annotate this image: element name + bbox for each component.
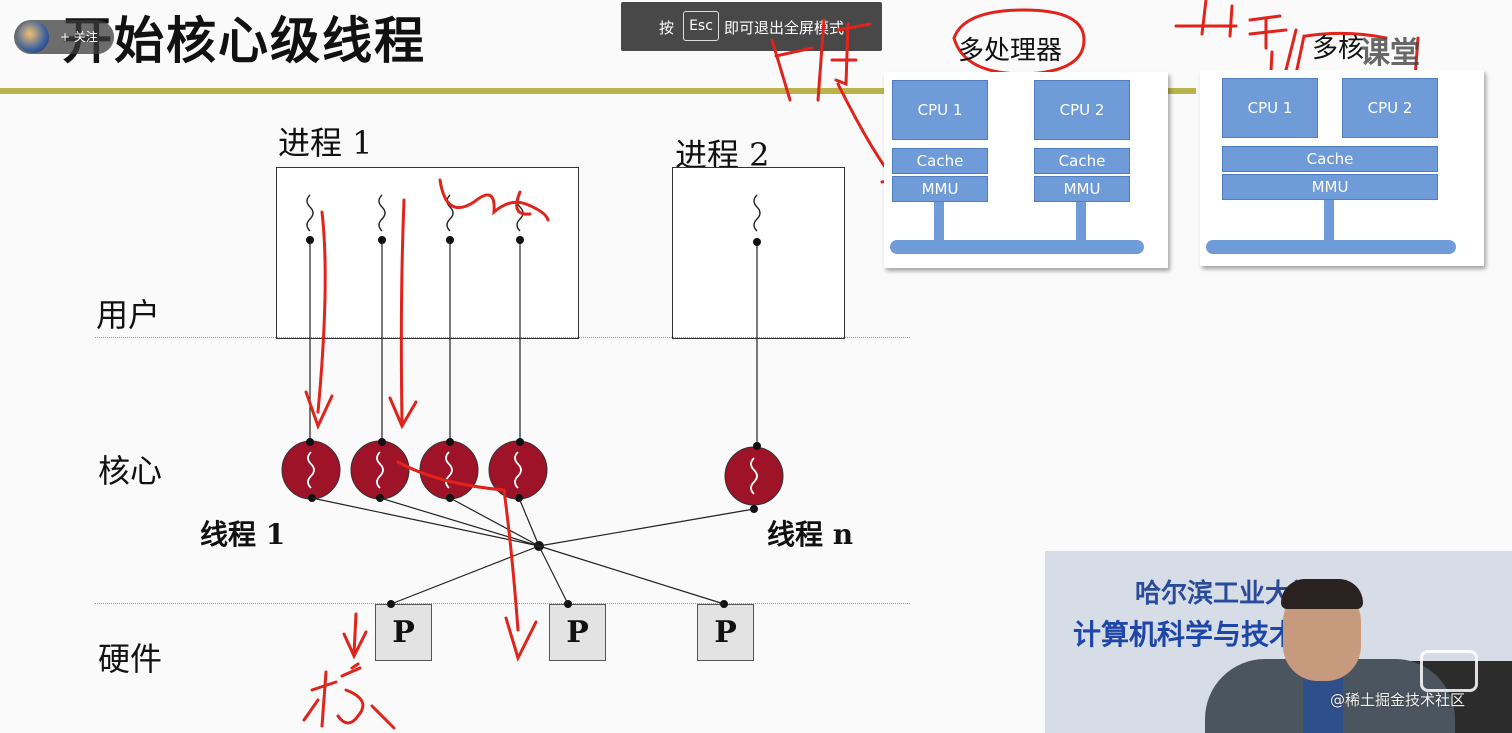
- user-thread-squiggles: [306, 194, 761, 232]
- thread1-label: 线程 1: [200, 518, 286, 551]
- user-thread-squiggle: [306, 194, 314, 232]
- fullscreen-hint-suffix: 即可退出全屏模式: [724, 19, 845, 37]
- mp-mmu1-block: MMU: [892, 176, 988, 202]
- mp-mmu2-block: MMU: [1034, 176, 1130, 202]
- layer-hardware-label: 硬件: [98, 640, 163, 678]
- annotation-circle-caption: [952, 8, 1086, 76]
- kernel-thread-circle: [724, 446, 784, 506]
- scheduler-line: [518, 497, 540, 547]
- process1-box: [276, 167, 579, 339]
- annotation-arrow: [304, 210, 334, 430]
- mp-cache2-block: Cache: [1034, 148, 1130, 174]
- scheduler-line: [538, 545, 725, 605]
- annotation-arrow: [388, 198, 418, 430]
- layer-user-label: 用户: [96, 296, 161, 334]
- mp-cache1-block: Cache: [892, 148, 988, 174]
- esc-key-badge: Esc: [683, 11, 719, 41]
- user-thread-squiggle: [378, 194, 386, 232]
- multicore-panel: CPU 1 CPU 2 Cache MMU: [1200, 70, 1484, 266]
- connector-dot: [516, 236, 524, 244]
- scheduler-line: [538, 508, 755, 547]
- slide-title: 开始核心级线程: [62, 11, 426, 70]
- annotation-circle-caption: [1294, 31, 1388, 76]
- threadn-label: 线程 n: [767, 518, 854, 551]
- processor-box: P: [697, 604, 754, 661]
- kernel-thread-circle: [281, 440, 341, 500]
- user-kernel-divider: [95, 337, 910, 338]
- kernel-thread-squiggle: [307, 451, 315, 489]
- kernel-thread-squiggle: [445, 451, 453, 489]
- mp-stem: [1076, 202, 1086, 242]
- connector-dot: [446, 236, 454, 244]
- uploader-avatar[interactable]: [17, 21, 49, 53]
- annotation-scribble: [438, 178, 550, 222]
- mp-system-bus: [890, 240, 1144, 254]
- annotation-handwriting: [1174, 0, 1288, 50]
- mp-stem: [934, 202, 944, 242]
- annotation-arrow: [396, 460, 538, 663]
- mc-stem: [1324, 200, 1334, 240]
- mc-system-bus: [1206, 240, 1456, 254]
- scheduler-line: [449, 497, 540, 547]
- fullscreen-hint: 按 Esc 即可退出全屏模式: [621, 2, 882, 51]
- processor-box: P: [375, 604, 432, 661]
- title-underline-rule: [0, 88, 1196, 94]
- lecturer-video-inset[interactable]: 哈尔滨工业大学 计算机科学与技术学院: [1045, 551, 1512, 733]
- mc-shared-cache-block: Cache: [1222, 146, 1438, 172]
- process1-label: 进程 1: [278, 124, 373, 162]
- lecturer-hair: [1281, 579, 1363, 609]
- connector-dot: [306, 236, 314, 244]
- multicore-caption: 多核: [1312, 34, 1365, 64]
- connector-dot: [378, 236, 386, 244]
- connector-dot: [753, 238, 761, 246]
- mp-cpu1-block: CPU 1: [892, 80, 988, 140]
- multiprocessor-panel: CPU 1 CPU 2 Cache Cache MMU MMU: [884, 72, 1168, 268]
- kernel-thread-squiggle: [376, 451, 384, 489]
- scheduler-line: [311, 497, 540, 547]
- mc-cpu2-block: CPU 2: [1342, 78, 1438, 138]
- kernel-thread-squiggle: [750, 457, 758, 495]
- platform-watermark: @稀土掘金技术社区: [1330, 691, 1466, 709]
- multiprocessor-caption: 多处理器: [958, 36, 1063, 66]
- user-thread-squiggle: [753, 194, 761, 232]
- kernel-hardware-divider: [95, 603, 910, 604]
- mc-cpu1-block: CPU 1: [1222, 78, 1318, 138]
- annotation-handwriting-core: [302, 662, 396, 730]
- processor-box: P: [549, 604, 606, 661]
- mc-shared-mmu-block: MMU: [1222, 174, 1438, 200]
- scheduler-line: [390, 545, 540, 605]
- scheduler-line: [379, 497, 540, 547]
- kernel-thread-squiggle: [514, 451, 522, 489]
- scheduler-line: [538, 545, 569, 605]
- mp-cpu2-block: CPU 2: [1034, 80, 1130, 140]
- annotation-arrow: [342, 612, 368, 660]
- follow-button[interactable]: + 关注: [60, 30, 98, 44]
- kernel-thread-circle: [350, 440, 410, 500]
- kernel-thread-circle: [419, 440, 479, 500]
- process2-box: [672, 167, 845, 339]
- layer-kernel-label: 核心: [98, 452, 163, 490]
- course-logo: 课堂: [1360, 36, 1420, 71]
- fullscreen-hint-prefix: 按: [659, 19, 675, 37]
- annotation-handwriting: [770, 18, 872, 102]
- bilibili-tv-icon: [1420, 650, 1478, 692]
